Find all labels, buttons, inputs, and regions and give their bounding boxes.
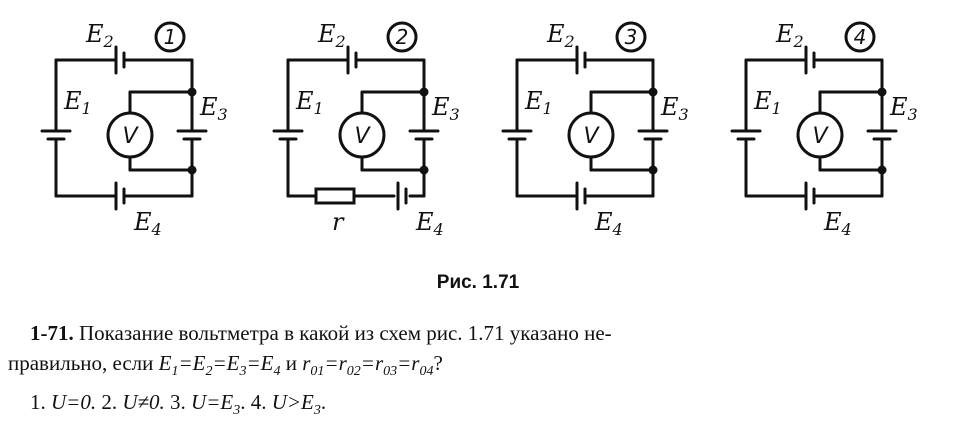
problem-line-2: правильно, если E1=E2=E3=E4 и r01=r02=r0… (8, 351, 443, 380)
label-e4: E4 (415, 208, 444, 239)
figure-caption: Рис. 1.71 (436, 272, 520, 293)
option-1: 1. U=0. (30, 390, 97, 415)
label-e2: E2 (317, 20, 346, 51)
resistor-label: r (332, 208, 345, 236)
voltmeter-label: V (583, 124, 600, 149)
circuit-number: 3 (625, 25, 638, 49)
problem-text: 1-71. Показание вольтметра в какой из сх… (8, 318, 940, 426)
label-e1: E1 (753, 87, 782, 118)
option-2: 2. U≠0. (101, 390, 165, 415)
label-e1: E1 (295, 87, 324, 118)
circuit-number: 1 (164, 25, 177, 49)
label-e3: E3 (199, 93, 228, 124)
label-e4: E4 (823, 208, 852, 239)
voltmeter-circle (796, 111, 844, 159)
label-e2: E2 (546, 20, 575, 51)
label-e1: E1 (524, 87, 553, 118)
label-e2: E2 (85, 20, 114, 51)
problem-number: 1-71. (30, 321, 74, 345)
label-e2: E2 (775, 20, 804, 51)
option-4: 4. U>E3. (250, 390, 327, 419)
voltmeter-label: V (122, 124, 139, 149)
option-3: 3. U=E3. (170, 390, 246, 419)
voltmeter-circle (567, 111, 615, 159)
circuit-number: 4 (854, 25, 867, 49)
answer-options: 1. U=0. 2. U≠0. 3. U=E3. 4. U>E3. (30, 387, 940, 426)
circuit-number-circle (615, 21, 647, 53)
label-e4: E4 (133, 208, 162, 239)
resistance-condition: r01=r02=r03=r04 (302, 351, 434, 380)
circuit-number: 2 (396, 25, 409, 49)
circuit-number-circle (386, 21, 418, 53)
label-e3: E3 (889, 93, 918, 124)
label-e4: E4 (594, 208, 623, 239)
voltmeter-label: V (812, 124, 829, 149)
conjunction: и (285, 351, 297, 375)
resistor (314, 187, 356, 205)
circuit-number-circle (154, 21, 186, 53)
label-e1: E1 (63, 87, 92, 118)
circuit-number-circle (844, 21, 876, 53)
label-e3: E3 (431, 93, 460, 124)
voltmeter-circle (338, 111, 386, 159)
label-e3: E3 (660, 93, 689, 124)
problem-question: Показание вольтметра в какой из схем рис… (79, 321, 612, 345)
voltmeter-circle (106, 111, 154, 159)
emf-condition: E1=E2=E3=E4 (158, 351, 281, 380)
problem-line-1: 1-71. Показание вольтметра в какой из сх… (30, 318, 940, 348)
condition-intro: правильно, если (8, 351, 154, 375)
voltmeter-label: V (354, 124, 371, 149)
